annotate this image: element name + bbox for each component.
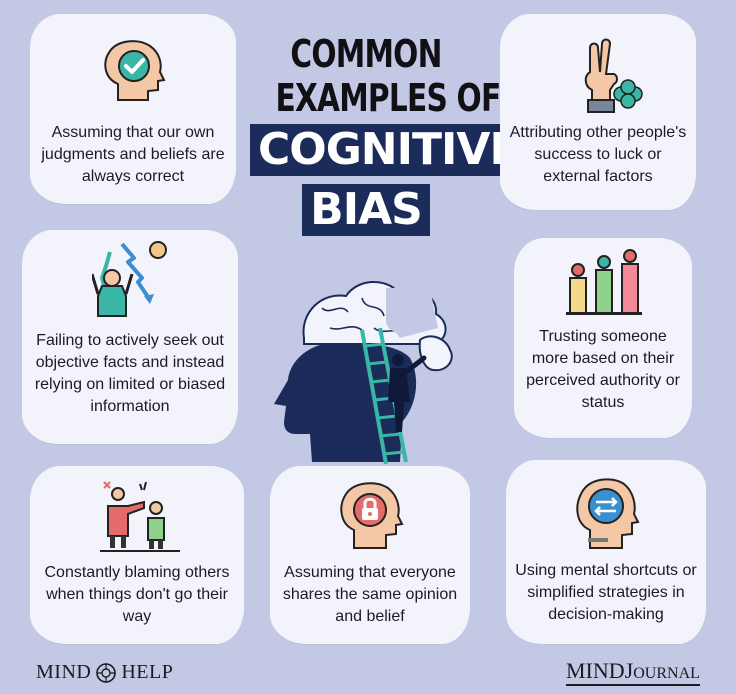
- confused-person-arrows-icon: [92, 241, 167, 317]
- bias-card-text: Failing to actively seek out objective f…: [34, 332, 226, 415]
- mindjournal-logo: MINDJOURNAL: [566, 658, 700, 686]
- bias-card-luck: Attributing other people's success to lu…: [500, 14, 696, 210]
- bias-card-objective-facts: Failing to actively seek out objective f…: [22, 230, 238, 444]
- bias-card-text: Trusting someone more based on their per…: [526, 328, 680, 411]
- title-line-2: EXAMPLES OF: [275, 76, 502, 120]
- bias-card-text: Constantly blaming others when things do…: [44, 564, 230, 625]
- mindhelp-logo: MIND HELP: [36, 661, 173, 684]
- bias-card-shortcuts: Using mental shortcuts or simplified str…: [506, 460, 706, 644]
- bias-card-authority: Trusting someone more based on their per…: [514, 238, 692, 438]
- blaming-people-icon: [100, 481, 180, 552]
- brand-left-word-1: MIND: [36, 661, 92, 683]
- bias-card-own-judgments: Assuming that our own judgments and beli…: [30, 14, 236, 204]
- bias-card-text: Using mental shortcuts or simplified str…: [515, 562, 697, 623]
- head-arrows-icon: [576, 478, 640, 549]
- bias-card-text: Assuming that everyone shares the same o…: [282, 564, 458, 625]
- brand-underline: [566, 684, 700, 686]
- title-line-1: COMMON: [290, 32, 442, 76]
- crossed-fingers-clover-icon: [584, 38, 643, 113]
- bias-card-text: Attributing other people's success to lu…: [509, 124, 687, 185]
- bias-card-blaming: Constantly blaming others when things do…: [30, 466, 244, 644]
- head-checkmark-icon: [104, 40, 166, 101]
- bias-card-text: Assuming that our own judgments and beli…: [41, 124, 225, 185]
- title-block: COMMON EXAMPLES OF COGNITIVE BIAS: [250, 32, 527, 236]
- brand-right-word-1: MIND: [566, 658, 625, 683]
- brain-head-ladder-icon: [274, 280, 453, 465]
- title-line-4: BIAS: [302, 184, 430, 236]
- brand-right-word-2: OURNAL: [633, 665, 700, 682]
- brand-right-letter-j: J: [624, 658, 634, 683]
- flower-emblem-icon: [96, 662, 117, 683]
- title-line-3: COGNITIVE: [250, 124, 527, 176]
- podium-people-icon: [566, 249, 642, 315]
- brand-left-word-2: HELP: [121, 661, 174, 683]
- head-lock-icon: [340, 482, 404, 549]
- bias-card-same-opinion: Assuming that everyone shares the same o…: [270, 466, 470, 644]
